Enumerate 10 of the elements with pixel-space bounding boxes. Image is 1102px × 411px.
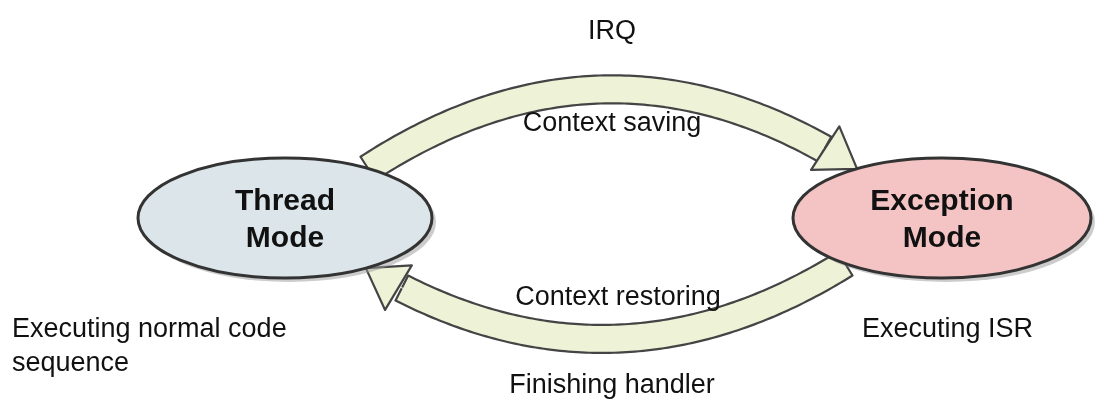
- edge-label: Finishing handler: [509, 368, 715, 401]
- mode-name: Exception Mode: [869, 181, 1015, 255]
- transition-note: Context restoring: [515, 280, 721, 313]
- mode-name: Thread Mode: [234, 181, 336, 255]
- mode-description: Executing normal code sequence: [12, 312, 288, 379]
- edge-label: IRQ: [588, 14, 636, 47]
- mode-ellipse: [136, 156, 434, 280]
- mode-ellipse: [791, 156, 1093, 280]
- transition-note: Context saving: [522, 106, 702, 139]
- mode-description: Executing ISR: [862, 312, 1035, 345]
